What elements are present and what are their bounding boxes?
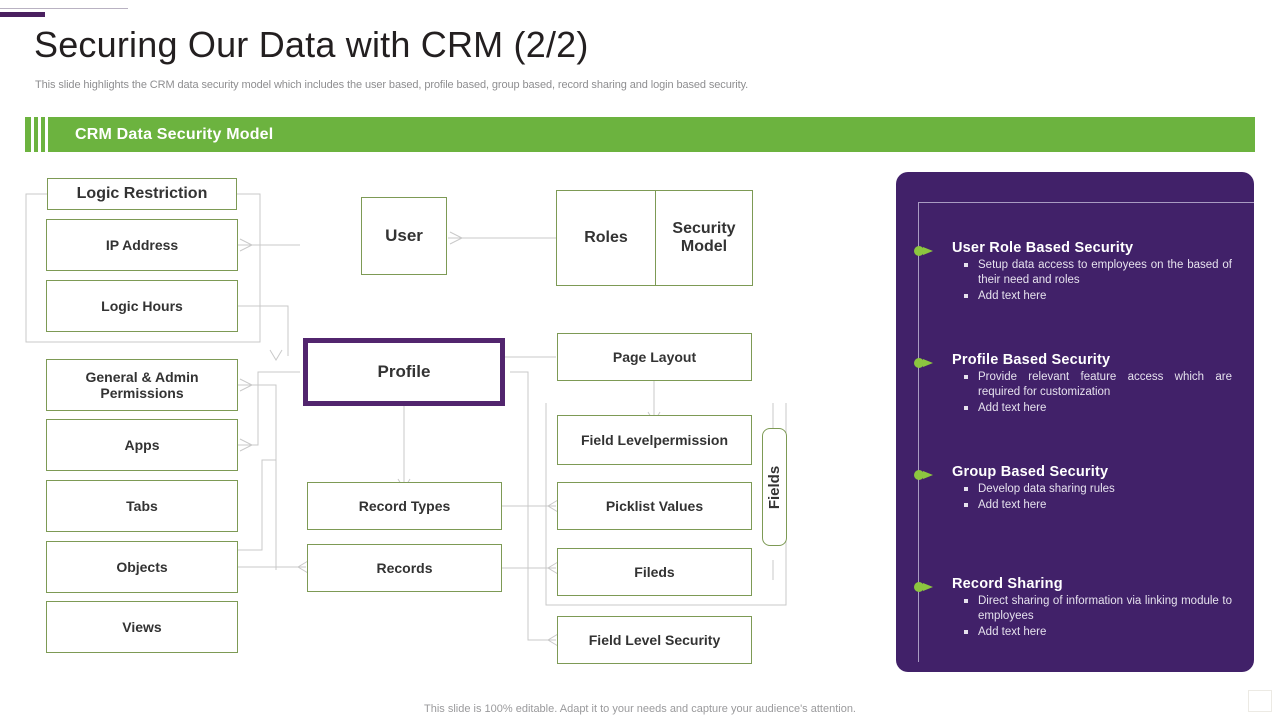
- node-records[interactable]: Records: [307, 544, 502, 592]
- node-logic-restriction[interactable]: Logic Restriction: [47, 178, 237, 210]
- panel-item-record-sharing[interactable]: Record Sharing Direct sharing of informa…: [912, 576, 1232, 642]
- panel-bullet: Add text here: [964, 289, 1232, 304]
- footer-note: This slide is 100% editable. Adapt it to…: [424, 703, 856, 715]
- panel-inner-rule-horizontal: [918, 202, 1254, 203]
- page-subtitle: This slide highlights the CRM data secur…: [35, 79, 749, 91]
- node-objects[interactable]: Objects: [46, 541, 238, 593]
- arrow-bullet-icon: [914, 246, 933, 256]
- node-field-level-security[interactable]: Field Level Security: [557, 616, 752, 664]
- panel-bullet: Add text here: [964, 625, 1232, 640]
- stripe-decoration-1: [31, 117, 34, 152]
- node-fileds[interactable]: Fileds: [557, 548, 752, 596]
- node-ip-address[interactable]: IP Address: [46, 219, 238, 271]
- node-roles[interactable]: Roles: [556, 190, 655, 286]
- node-security-model[interactable]: Security Model: [655, 190, 753, 286]
- panel-bullet: Direct sharing of information via linkin…: [964, 594, 1232, 624]
- node-label: Logic Hours: [101, 297, 183, 314]
- arrow-bullet-icon: [914, 358, 933, 368]
- node-label: Tabs: [126, 497, 158, 514]
- node-label: Field Level Security: [588, 631, 721, 648]
- panel-item-group-based-security[interactable]: Group Based Security Develop data sharin…: [912, 464, 1232, 514]
- node-label: Views: [122, 618, 162, 635]
- node-label: Field Levelpermission: [580, 431, 729, 448]
- panel-bullet: Setup data access to employees on the ba…: [964, 258, 1232, 288]
- panel-bullet: Add text here: [964, 498, 1232, 513]
- panel-item-heading: Record Sharing: [952, 576, 1063, 592]
- panel-item-user-role-based-security[interactable]: User Role Based Security Setup data acce…: [912, 240, 1232, 306]
- panel-inner-rule-vertical: [918, 202, 919, 662]
- node-logic-hours[interactable]: Logic Hours: [46, 280, 238, 332]
- panel-item-heading: Profile Based Security: [952, 352, 1111, 368]
- node-label: General & Admin Permissions: [85, 368, 199, 401]
- node-label: Picklist Values: [605, 497, 704, 514]
- node-record-types[interactable]: Record Types: [307, 482, 502, 530]
- security-summary-panel: User Role Based Security Setup data acce…: [896, 172, 1254, 672]
- stripe-decoration-3: [45, 117, 48, 152]
- panel-item-bullets: Setup data access to employees on the ba…: [964, 258, 1232, 305]
- node-apps[interactable]: Apps: [46, 419, 238, 471]
- node-label: Fileds: [634, 563, 675, 580]
- section-header-bar: CRM Data Security Model: [25, 117, 1255, 152]
- panel-item-bullets: Direct sharing of information via linkin…: [964, 594, 1232, 641]
- node-profile[interactable]: Profile: [303, 338, 505, 406]
- panel-item-profile-based-security[interactable]: Profile Based Security Provide relevant …: [912, 352, 1232, 418]
- panel-bullet: Add text here: [964, 401, 1232, 416]
- node-page-layout[interactable]: Page Layout: [557, 333, 752, 381]
- node-label: Records: [376, 559, 433, 576]
- panel-item-bullets: Provide relevant feature access which ar…: [964, 370, 1232, 417]
- node-label: Objects: [116, 558, 168, 575]
- node-picklist-values[interactable]: Picklist Values: [557, 482, 752, 530]
- panel-item-bullets: Develop data sharing rules Add text here: [964, 482, 1232, 513]
- node-user[interactable]: User: [361, 197, 447, 275]
- section-header-label: CRM Data Security Model: [75, 126, 274, 143]
- node-label: Roles: [584, 228, 628, 246]
- top-decoration-line: [0, 8, 128, 9]
- top-decoration-bar: [0, 12, 45, 17]
- node-label: Fields: [766, 465, 784, 509]
- arrow-bullet-icon: [914, 470, 933, 480]
- node-tabs[interactable]: Tabs: [46, 480, 238, 532]
- panel-bullet: Provide relevant feature access which ar…: [964, 370, 1232, 400]
- arrow-bullet-icon: [914, 582, 933, 592]
- crm-security-diagram: Logic Restriction IP Address Logic Hours…: [0, 160, 890, 680]
- node-fields[interactable]: Fields: [762, 428, 787, 546]
- node-label: User: [385, 226, 423, 246]
- node-label: Security Model: [672, 219, 736, 255]
- node-label: Profile: [377, 362, 431, 382]
- node-views[interactable]: Views: [46, 601, 238, 653]
- page-title: Securing Our Data with CRM (2/2): [34, 24, 589, 65]
- node-label: IP Address: [105, 236, 179, 253]
- node-label: Apps: [124, 436, 160, 453]
- corner-decoration: [1248, 690, 1272, 712]
- panel-item-heading: Group Based Security: [952, 464, 1109, 480]
- panel-item-heading: User Role Based Security: [952, 240, 1134, 256]
- panel-bullet: Develop data sharing rules: [964, 482, 1232, 497]
- node-label: Page Layout: [612, 348, 697, 365]
- stripe-decoration-2: [38, 117, 41, 152]
- node-label: Logic Restriction: [76, 184, 208, 202]
- node-label: Record Types: [358, 497, 451, 514]
- node-field-level-permission[interactable]: Field Levelpermission: [557, 415, 752, 465]
- node-general-admin-permissions[interactable]: General & Admin Permissions: [46, 359, 238, 411]
